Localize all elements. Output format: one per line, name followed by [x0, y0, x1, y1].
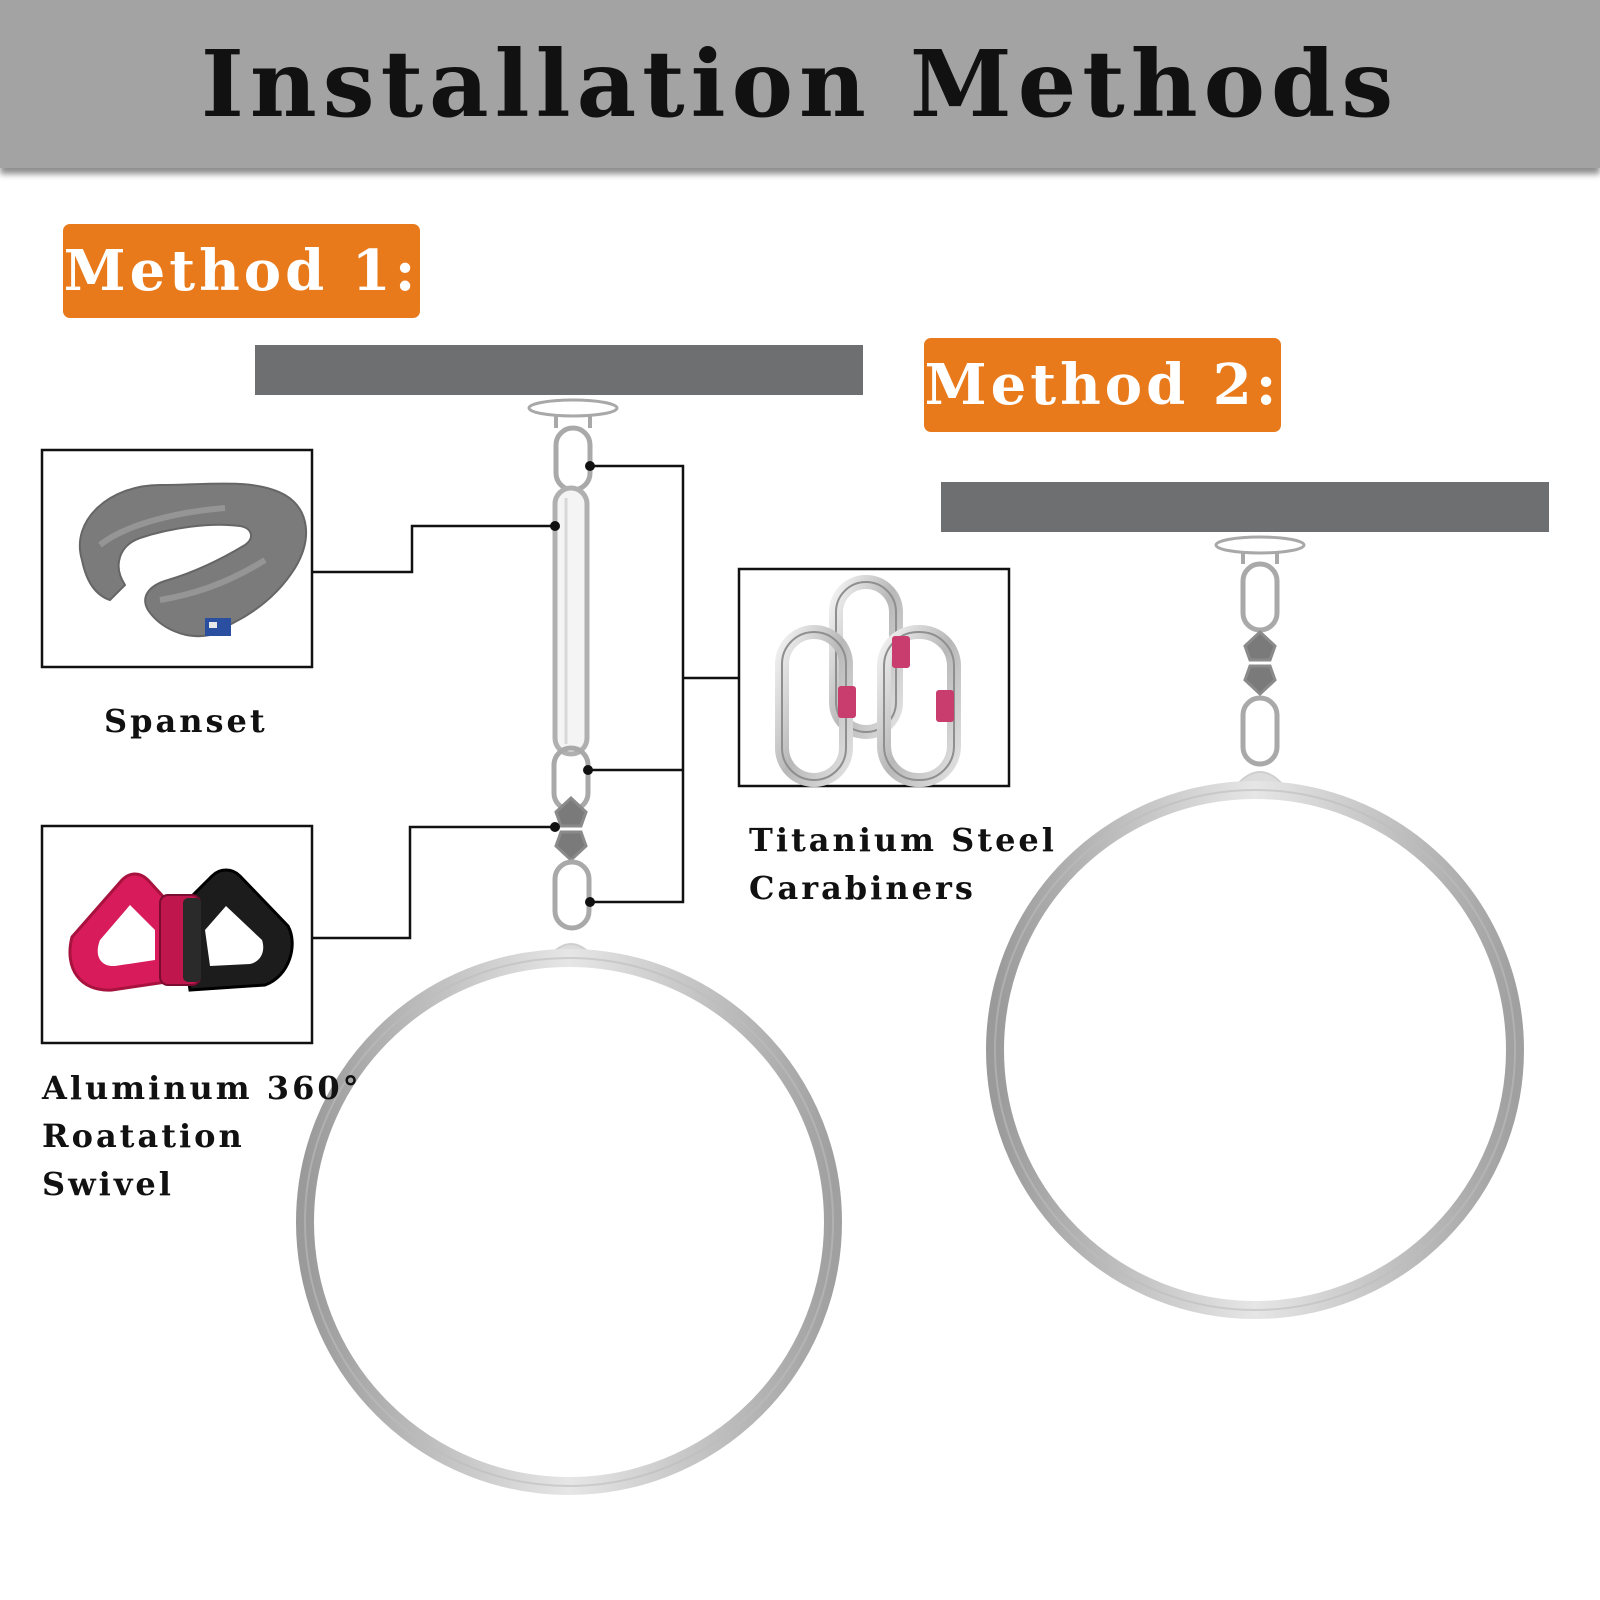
leader-dots — [550, 461, 595, 907]
swivel-label: Aluminum 360° Roatation Swivel — [42, 1069, 362, 1203]
callout-leader-lines — [312, 464, 739, 940]
method-2-assembly — [1214, 535, 1306, 787]
carabiner-top-2 — [1240, 561, 1280, 633]
header-band: Installation Methods — [0, 0, 1600, 168]
page-title: Installation Methods — [200, 30, 1400, 138]
swivel-connector — [554, 795, 588, 828]
carabiner-bottom — [552, 859, 592, 931]
ceiling-beam-2 — [941, 482, 1549, 532]
aerial-hoop-1 — [296, 949, 842, 1495]
carabiner-bottom-2 — [1240, 695, 1280, 767]
aerial-hoop-2 — [986, 781, 1524, 1319]
ceiling-mount-plate — [527, 398, 619, 418]
method-1-assembly — [527, 398, 619, 959]
swivel-connector-2 — [1243, 629, 1277, 662]
method-2-badge: Method 2: — [924, 338, 1281, 432]
ceiling-beam-1 — [255, 345, 863, 395]
spanset-label: Spanset — [104, 702, 268, 740]
carabiner-label: Titanium Steel Carabiners — [749, 821, 1057, 907]
spanset-sling-icon — [79, 482, 308, 638]
method-1-badge: Method 1: — [63, 224, 420, 318]
carabiner-icon — [775, 575, 961, 787]
swivel-icon — [68, 868, 294, 992]
spanset-sling — [552, 485, 590, 757]
carabiner-top — [553, 425, 593, 493]
ceiling-mount-plate-2 — [1214, 535, 1306, 555]
